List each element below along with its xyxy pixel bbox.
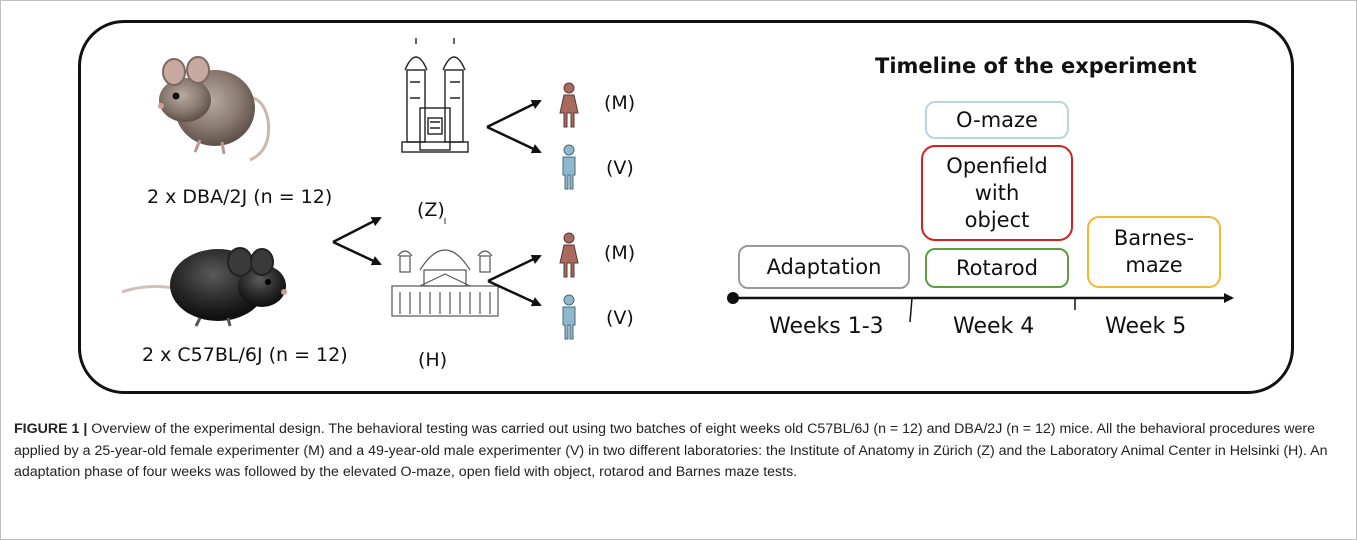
barnes-label-line: maze: [1125, 253, 1183, 277]
strain-label-c57: 2 x C57BL/6J (n = 12): [142, 344, 348, 366]
barnes-box: Barnes- maze: [1087, 216, 1221, 288]
adaptation-label: Adaptation: [766, 254, 882, 279]
branch-arrows-zurich: [486, 99, 542, 154]
week-label: Week 4: [953, 314, 1035, 339]
site-label-zurich: (Z): [417, 199, 445, 221]
experimenter-label-m: (M): [604, 92, 636, 114]
zurich-church-icon: [401, 38, 469, 153]
strain-label-dba: 2 x DBA/2J (n = 12): [147, 186, 333, 208]
openfield-label-line: with: [974, 180, 1020, 205]
experimenter-label-v: (V): [606, 157, 634, 179]
timeline-axis: [727, 292, 1234, 323]
figure-caption: FIGURE 1 | Overview of the experimental …: [14, 419, 1334, 484]
male-person-icon: [562, 144, 576, 190]
experimenter-label-m: (M): [604, 242, 636, 264]
site-label-helsinki: (H): [418, 349, 448, 371]
openfield-label-line: Openfield: [946, 153, 1048, 178]
omaze-box: O-maze: [925, 101, 1069, 139]
c57-mouse-icon: [121, 247, 287, 327]
week-label: Week 5: [1105, 314, 1187, 339]
branch-arrows-strains: [332, 216, 382, 266]
timeline-title: Timeline of the experiment: [875, 54, 1197, 78]
branch-arrows-helsinki: [487, 254, 542, 307]
figure-panel: [78, 20, 1294, 394]
adaptation-box: Adaptation: [738, 245, 910, 289]
female-person-icon: [559, 82, 579, 128]
openfield-box: Openfield with object: [921, 145, 1073, 241]
male-person-icon: [562, 294, 576, 340]
dba-mouse-icon: [158, 56, 271, 162]
caption-text: Overview of the experimental design. The…: [14, 421, 1328, 480]
omaze-label: O-maze: [956, 107, 1038, 132]
female-person-icon: [559, 232, 579, 278]
rotarod-box: Rotarod: [925, 248, 1069, 288]
barnes-label-line: Barnes-: [1113, 226, 1195, 250]
helsinki-cathedral-icon: [391, 218, 499, 317]
caption-label: FIGURE 1 |: [14, 421, 88, 437]
experimenter-label-v: (V): [606, 307, 634, 329]
week-label: Weeks 1-3: [769, 314, 884, 339]
openfield-label-line: object: [964, 207, 1030, 232]
rotarod-label: Rotarod: [956, 255, 1038, 280]
